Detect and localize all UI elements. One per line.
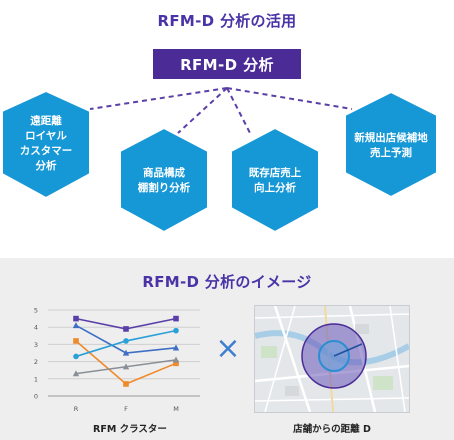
hexagon-3-label: 既存店売上 向上分析 bbox=[248, 167, 302, 194]
distance-map bbox=[254, 305, 410, 413]
title-bottom: RFM-D 分析のイメージ bbox=[142, 273, 312, 291]
hexagon-1-label: 遠距離 ロイヤル カスタマー 分析 bbox=[19, 115, 73, 172]
connector-line-3 bbox=[226, 87, 251, 134]
title-top: RFM-D 分析の活用 bbox=[157, 12, 297, 30]
connector-line-2 bbox=[177, 87, 228, 134]
multiply-symbol: × bbox=[215, 331, 241, 366]
connector-line-4 bbox=[226, 87, 353, 110]
map-graphic bbox=[255, 306, 409, 412]
map-caption: 店舗からの距離 D bbox=[293, 424, 371, 435]
hexagon-3 bbox=[230, 126, 320, 234]
hexagon-2 bbox=[119, 126, 209, 234]
hexagon-1 bbox=[1, 89, 91, 200]
hexagon-4 bbox=[344, 90, 438, 199]
hexagon-2-label: 商品構成 棚割り分析 bbox=[137, 167, 191, 194]
hexagon-diagram bbox=[1, 87, 438, 234]
distance-radius-line bbox=[333, 343, 363, 357]
hexagon-4-label: 新規出店候補地 売上予測 bbox=[354, 132, 428, 159]
connector-lines bbox=[89, 87, 353, 134]
chart-caption: RFM クラスター bbox=[93, 424, 167, 435]
rfm-d-box: RFM-D 分析 bbox=[153, 49, 301, 79]
